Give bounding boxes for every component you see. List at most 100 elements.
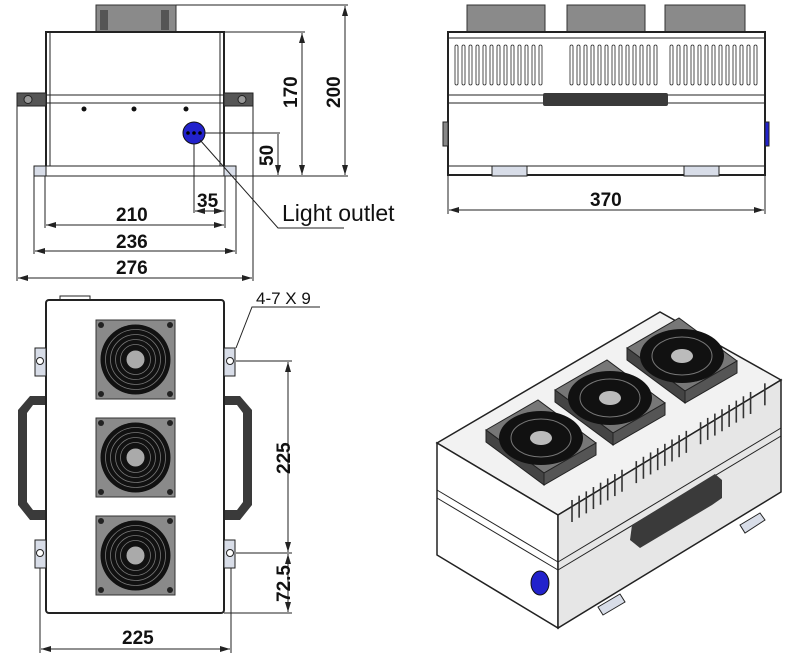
side-handle [543, 93, 668, 106]
iso-fan-3 [626, 317, 738, 404]
fan-hub [126, 448, 145, 467]
top-view: 225 72.5 225 4-7 X 9 [18, 289, 320, 653]
vent-slot [496, 44, 501, 86]
vent-slot [718, 44, 723, 86]
vent-slot [604, 44, 609, 86]
iso-fan-1 [485, 399, 597, 486]
fan-screw [98, 391, 104, 397]
vent-slot [697, 44, 702, 86]
vent-slot [732, 44, 737, 86]
mounting-ear-bottom-left [34, 539, 47, 569]
vent-slot [611, 44, 616, 86]
vent-slot [482, 44, 487, 86]
iso-fan-hub [530, 431, 552, 445]
vent-slot [597, 44, 602, 86]
fan-hub [126, 546, 145, 565]
dim-label-276: 276 [116, 258, 148, 279]
vent-slot [653, 44, 658, 86]
side-view: 370 [442, 4, 770, 214]
mounting-ear-top-left [34, 347, 47, 377]
vent-slot [517, 44, 522, 86]
vent-slot [503, 44, 508, 86]
fan-screw [98, 420, 104, 426]
vent-slot [468, 44, 473, 86]
fan-screw [167, 391, 173, 397]
top-handle-left [18, 396, 45, 520]
fan-screw [98, 489, 104, 495]
vent-slot [489, 44, 494, 86]
dim-label-236: 236 [116, 232, 148, 253]
vent-slot [576, 44, 581, 86]
fan-screw [98, 518, 104, 524]
fan-screw [98, 587, 104, 593]
vent-slot [690, 44, 695, 86]
isometric-view [435, 311, 783, 630]
iso-light-outlet [530, 570, 550, 596]
vent-slot [646, 44, 651, 86]
dim-label-35: 35 [197, 191, 219, 212]
vent-slot [632, 44, 637, 86]
top-handle-right [225, 396, 252, 520]
fan-screw [167, 420, 173, 426]
side-vents [454, 44, 758, 86]
light-outlet-leader [199, 139, 344, 229]
vent-slot [618, 44, 623, 86]
iso-handle [630, 474, 722, 548]
dim-label-225-vertical: 225 [274, 442, 295, 474]
fan-screw [167, 322, 173, 328]
vent-slot [538, 44, 543, 86]
cooling-fan-2 [95, 417, 176, 498]
side-fan-1 [466, 4, 546, 33]
vent-slot [461, 44, 466, 86]
side-fan-3 [664, 4, 746, 33]
vent-slot [590, 44, 595, 86]
light-outlet-label: Light outlet [282, 200, 395, 226]
dim-label-170: 170 [281, 76, 302, 108]
vent-slot [753, 44, 758, 86]
fan-screw [167, 587, 173, 593]
fan-screw [98, 322, 104, 328]
vent-slot [725, 44, 730, 86]
vent-slot [583, 44, 588, 86]
side-fan-2 [566, 4, 646, 33]
iso-foot-front [597, 593, 626, 616]
dim-label-72-5: 72.5 [274, 565, 295, 602]
vent-slot [639, 44, 644, 86]
dim-label-210: 210 [116, 205, 148, 226]
iso-foot-right [739, 512, 766, 534]
vent-slot [524, 44, 529, 86]
front-base-plate [33, 165, 237, 177]
iso-fan-hub [671, 349, 693, 363]
front-fan-clip-right [161, 10, 169, 30]
side-foot-left [491, 165, 528, 177]
fan-screw [167, 518, 173, 524]
vent-slot [739, 44, 744, 86]
mounting-ear-top-right [223, 347, 236, 377]
vent-slot [531, 44, 536, 86]
vent-slot [711, 44, 716, 86]
vent-slot [454, 44, 459, 86]
vent-slot [625, 44, 630, 86]
dim-label-225-horizontal: 225 [122, 628, 154, 649]
dim-label-200: 200 [324, 76, 345, 108]
vent-slot [676, 44, 681, 86]
side-foot-right [683, 165, 720, 177]
vent-slot [746, 44, 751, 86]
mounting-hole-leader [235, 306, 320, 349]
cooling-fan-3 [95, 515, 176, 596]
cooling-fan-1 [95, 319, 176, 400]
dim-label-50: 50 [257, 145, 278, 166]
iso-vents [571, 383, 766, 522]
front-view: 200 170 50 35 210 236 276 Light outlet [16, 4, 395, 281]
mounting-hole-label: 4-7 X 9 [256, 289, 311, 308]
vent-slot [669, 44, 674, 86]
vent-slot [510, 44, 515, 86]
vent-slot [475, 44, 480, 86]
iso-fan-hub [599, 391, 621, 405]
mounting-ear-bottom-right [223, 539, 236, 569]
vent-slot [704, 44, 709, 86]
fan-hub [126, 350, 145, 369]
vent-slot [683, 44, 688, 86]
